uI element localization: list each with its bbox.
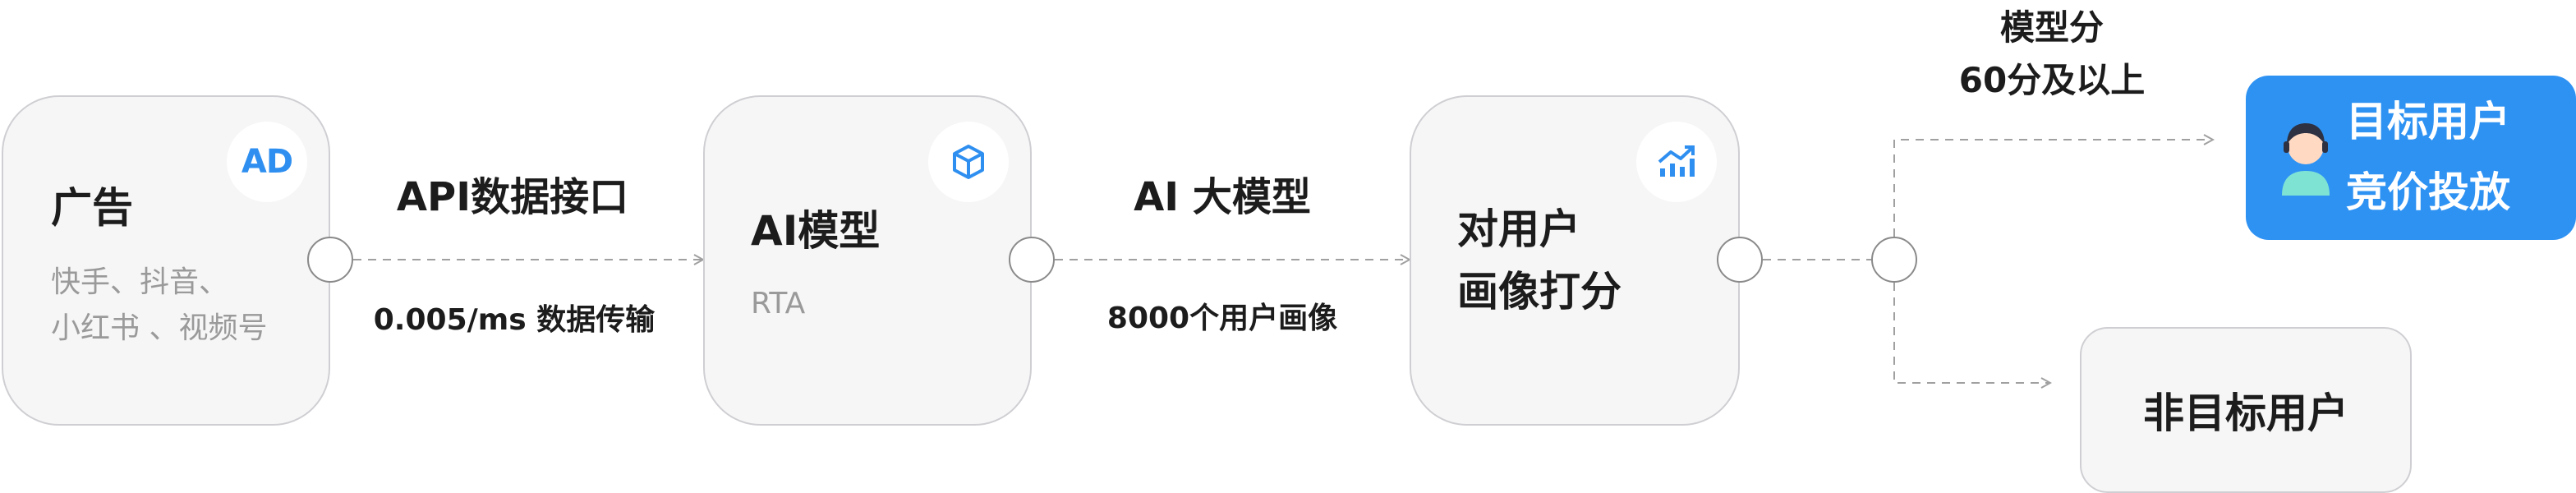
llm-label: AI 大模型 bbox=[1134, 174, 1311, 220]
trend-chart-badge bbox=[1636, 122, 1717, 202]
ai-model-title: AI模型 bbox=[751, 207, 881, 255]
cube-badge bbox=[928, 122, 1009, 202]
trend-chart-icon bbox=[1658, 145, 1695, 177]
split-junction-port bbox=[1871, 237, 1917, 283]
edge-split-to-non-target bbox=[1893, 283, 2050, 383]
ad-output-port bbox=[307, 237, 353, 283]
target-users-card: 目标用户 竞价投放 bbox=[2246, 76, 2576, 240]
ad-source-card: 广告 AD 快手、抖音、 小红书 、视频号 bbox=[2, 95, 330, 426]
scoring-output-port bbox=[1717, 237, 1763, 283]
target-bid-title: 竞价投放 bbox=[2346, 168, 2510, 216]
ad-channels-line-1: 快手、抖音、 bbox=[51, 265, 229, 299]
ai-model-subtitle: RTA bbox=[751, 287, 806, 320]
non-target-users-card: 非目标用户 bbox=[2080, 327, 2412, 493]
api-interface-label: API数据接口 bbox=[396, 174, 629, 220]
non-target-users-title: 非目标用户 bbox=[2143, 389, 2348, 437]
ad-card-title: 广告 bbox=[51, 184, 133, 232]
score-threshold-line-1: 模型分 bbox=[1999, 7, 2104, 48]
score-threshold-line-2: 60分及以上 bbox=[1958, 60, 2146, 100]
scoring-title-line-1: 对用户 bbox=[1457, 205, 1580, 253]
user-profile-count-label: 8000个用户画像 bbox=[1106, 302, 1338, 335]
model-output-port bbox=[1009, 237, 1055, 283]
scoring-card: 对用户 画像打分 bbox=[1410, 95, 1740, 426]
ad-badge-text: AD bbox=[241, 143, 293, 181]
user-avatar-icon bbox=[2282, 123, 2330, 196]
scoring-title-line-2: 画像打分 bbox=[1457, 268, 1622, 316]
ad-channels-line-2: 小红书 、视频号 bbox=[51, 311, 268, 345]
ad-badge: AD bbox=[227, 122, 307, 202]
api-transfer-rate-label: 0.005/ms 数据传输 bbox=[373, 303, 656, 337]
cube-icon bbox=[953, 145, 984, 179]
ai-model-card: AI模型 RTA bbox=[703, 95, 1032, 426]
target-users-title: 目标用户 bbox=[2346, 98, 2510, 145]
edge-split-to-target bbox=[1893, 140, 2213, 237]
